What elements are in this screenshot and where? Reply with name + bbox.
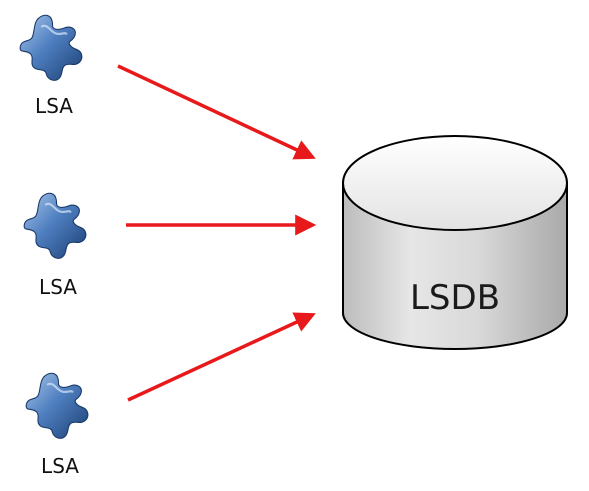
- lsa-node-2: LSA: [22, 192, 88, 299]
- lsa-label: LSA: [35, 94, 73, 118]
- lsa-node-1: LSA: [18, 14, 84, 118]
- cylinder-top: [342, 135, 568, 231]
- arrow-lsa1-to-lsdb: [117, 64, 316, 160]
- arrow-lsa3-to-lsdb: [127, 312, 316, 402]
- lsa-label: LSA: [39, 275, 77, 299]
- puzzle-piece-icon: [18, 14, 84, 82]
- puzzle-piece-icon: [22, 192, 88, 260]
- lsdb-label: LSDB: [410, 278, 500, 318]
- puzzle-piece-icon: [24, 372, 90, 440]
- lsdb-database-cylinder: LSDB: [342, 135, 568, 350]
- lsa-label: LSA: [41, 454, 79, 478]
- lsa-node-3: LSA: [24, 372, 90, 478]
